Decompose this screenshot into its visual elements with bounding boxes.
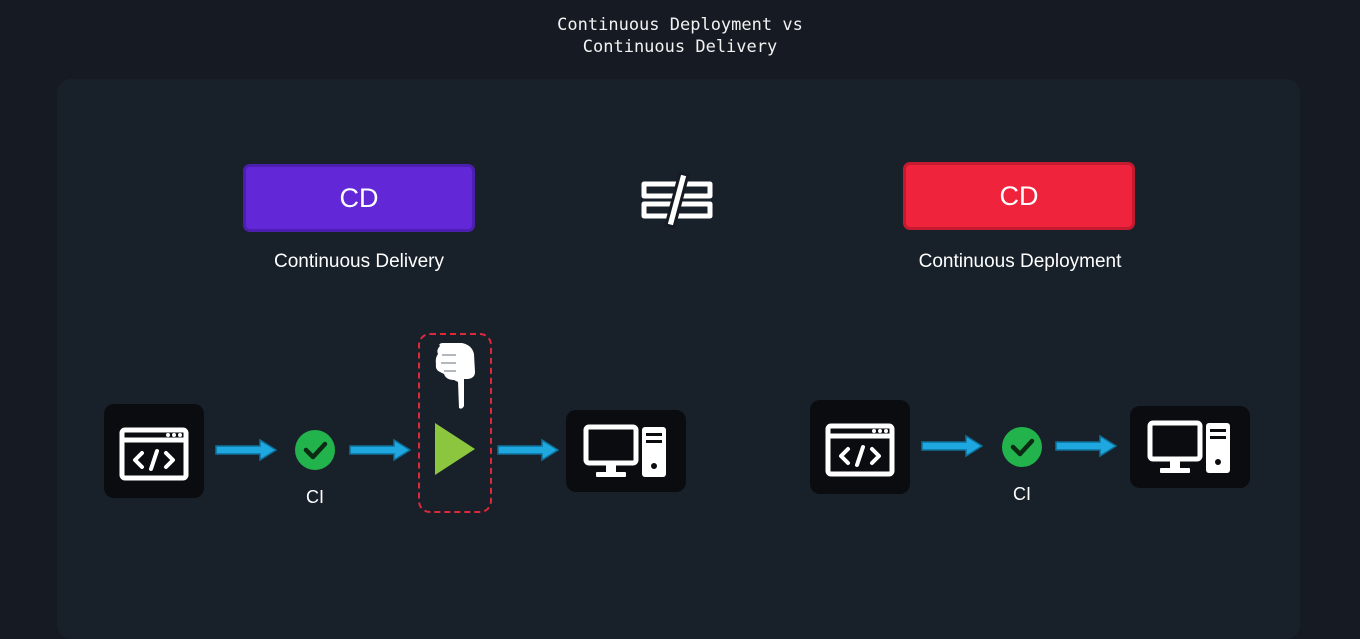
- not-equal-icon: [641, 171, 713, 229]
- code-tile-left: [104, 404, 204, 498]
- continuous-delivery-caption: Continuous Delivery: [273, 251, 445, 272]
- arrow-right-icon: [921, 434, 984, 458]
- desktop-computer-icon: [583, 424, 666, 477]
- hand-pointer-icon: [435, 343, 475, 409]
- title-line-2: Continuous Delivery: [582, 37, 778, 57]
- continuous-deployment-caption: Continuous Deployment: [918, 251, 1122, 272]
- manual-approval-gate: [418, 333, 492, 513]
- title-line-1: Continuous Deployment vs: [557, 15, 803, 35]
- check-circle-icon: [1002, 427, 1042, 467]
- ci-label-right: CI: [1013, 484, 1031, 504]
- play-icon: [435, 423, 475, 475]
- code-tile-right: [810, 400, 910, 494]
- page-title: Continuous Deployment vs Continuous Deli…: [0, 14, 1360, 58]
- code-window-icon: [119, 427, 189, 481]
- cd-delivery-badge: CD: [243, 164, 475, 232]
- code-window-icon: [825, 423, 895, 477]
- desktop-computer-icon: [1147, 420, 1230, 473]
- arrow-right-icon: [215, 438, 278, 462]
- arrow-right-icon: [497, 438, 560, 462]
- arrow-right-icon: [1055, 434, 1118, 458]
- arrow-right-icon: [349, 438, 412, 462]
- server-tile-right: [1130, 406, 1250, 488]
- ci-label-left: CI: [306, 487, 324, 507]
- server-tile-left: [566, 410, 686, 492]
- cd-deployment-badge: CD: [903, 162, 1135, 230]
- check-circle-icon: [295, 430, 335, 470]
